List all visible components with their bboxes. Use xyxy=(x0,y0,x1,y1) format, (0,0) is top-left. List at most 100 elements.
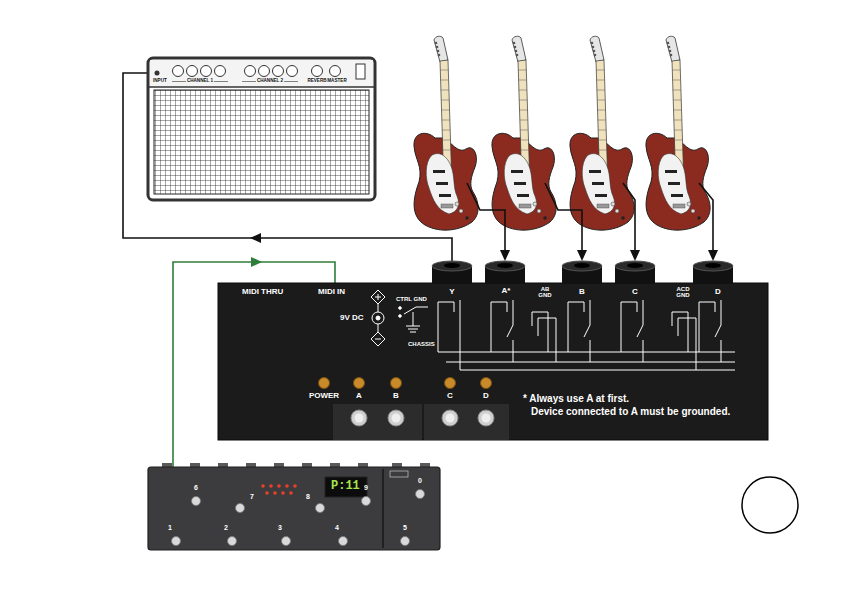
dc-polarity-symbol xyxy=(371,290,385,346)
ab-switcher-box: MIDI THRUMIDI IN9V DCCTRL GNDCHASSISYA*A… xyxy=(218,283,768,440)
amp-knob xyxy=(245,66,256,77)
amp-knob xyxy=(187,66,198,77)
guitar xyxy=(570,36,634,230)
port-label: MIDI THRU xyxy=(242,288,283,296)
switch-number: 0 xyxy=(418,477,422,484)
controller-display xyxy=(325,477,367,497)
controller-red-leds xyxy=(261,484,297,495)
arrowhead xyxy=(250,233,261,243)
led xyxy=(319,378,330,389)
dc-ring xyxy=(372,312,384,324)
knob-label: REVERB xyxy=(307,79,326,84)
guitar-cables xyxy=(467,183,713,252)
minus-sign xyxy=(375,339,381,340)
amp-knob xyxy=(273,66,284,77)
jack-label: A* xyxy=(502,287,511,295)
footswitch xyxy=(442,410,458,426)
switch-number: 5 xyxy=(403,524,407,531)
dc-pin xyxy=(376,316,380,320)
amp-knob xyxy=(312,66,323,77)
arrowhead xyxy=(251,257,262,267)
led-label: D xyxy=(483,392,489,400)
display-readout: P:11 xyxy=(331,480,360,492)
amp-knob xyxy=(330,66,341,77)
amp-power-switch xyxy=(356,64,365,79)
jack-top xyxy=(693,261,733,271)
note-text: Device connected to A must be grounded. xyxy=(531,407,730,417)
jack-symbol xyxy=(699,300,721,362)
cable-line xyxy=(123,73,452,283)
switch-contact xyxy=(399,307,402,310)
controller-footswitch xyxy=(316,504,325,513)
guitar xyxy=(414,36,478,230)
amp-input-jack xyxy=(155,71,160,76)
jack-label: Y xyxy=(449,288,454,296)
controller-footswitch xyxy=(192,497,201,506)
signal-bus xyxy=(438,352,735,370)
guitar-cable xyxy=(699,183,713,252)
amp-knob xyxy=(215,66,226,77)
controller-footswitch xyxy=(228,537,237,546)
amp-panel-edge xyxy=(148,86,375,88)
red-led xyxy=(261,484,265,488)
led xyxy=(354,378,365,389)
channel-label: CHANNEL 1 xyxy=(187,79,213,84)
amp-knob xyxy=(287,66,298,77)
red-led xyxy=(269,484,273,488)
polarity-diamond xyxy=(371,290,385,304)
switch-number: 7 xyxy=(250,493,254,500)
jack-label: D xyxy=(715,288,721,296)
power-input-label: 9V DC xyxy=(340,314,364,322)
ground-switch-symbol xyxy=(399,307,428,332)
channel-label: CHANNEL 2 xyxy=(257,79,283,84)
status-leds xyxy=(319,378,492,389)
page-marker-circle xyxy=(742,477,798,533)
amplifier: INPUTCHANNEL 1CHANNEL 2REVERBMASTER xyxy=(148,58,375,200)
polarity-diamond xyxy=(371,332,385,346)
amp-knob xyxy=(201,66,212,77)
note-text: * Always use A at first. xyxy=(523,394,629,404)
jack-label: C xyxy=(632,288,638,296)
controller-footswitches xyxy=(172,490,425,546)
dc-lead xyxy=(378,304,379,332)
red-led xyxy=(273,491,277,495)
ground-relay-symbol xyxy=(532,312,556,338)
switch-number: 4 xyxy=(335,524,339,531)
red-led xyxy=(293,484,297,488)
cable-arrowheads xyxy=(500,250,718,261)
led-label: POWER xyxy=(309,392,339,400)
guitar-cable xyxy=(623,183,635,252)
jack-top xyxy=(562,261,602,271)
cable-arrowhead xyxy=(630,250,640,261)
amp-knob xyxy=(173,66,184,77)
plus-sign xyxy=(375,294,381,300)
footswitch-cap xyxy=(482,414,491,423)
cable-arrowhead xyxy=(500,250,510,261)
switch-contact xyxy=(399,315,402,318)
led-label: C xyxy=(447,392,453,400)
controller-indicator xyxy=(390,471,408,477)
led-label: B xyxy=(393,392,399,400)
controller-footswitch xyxy=(236,504,245,513)
footswitches xyxy=(351,410,494,426)
red-led xyxy=(285,484,289,488)
led-label: A xyxy=(356,392,362,400)
switch-number: 9 xyxy=(364,484,368,491)
switch-number: 2 xyxy=(224,524,228,531)
ground-label: ACD GND xyxy=(676,286,689,299)
red-led xyxy=(281,491,285,495)
led xyxy=(445,378,456,389)
jack-symbol xyxy=(621,300,643,362)
midi-foot-controller: P:116789012345 xyxy=(148,467,440,550)
switch-number: 6 xyxy=(194,484,198,491)
controller-footswitch xyxy=(282,537,291,546)
controller-footswitch xyxy=(416,490,425,499)
ground-relay-symbol xyxy=(672,312,696,338)
jack-symbol xyxy=(568,300,590,362)
signal-cable xyxy=(123,73,452,283)
jack-hole xyxy=(497,263,513,268)
ground-label: CHASSIS xyxy=(408,341,435,347)
amp-cabinet xyxy=(148,58,375,200)
guitar xyxy=(492,36,556,230)
